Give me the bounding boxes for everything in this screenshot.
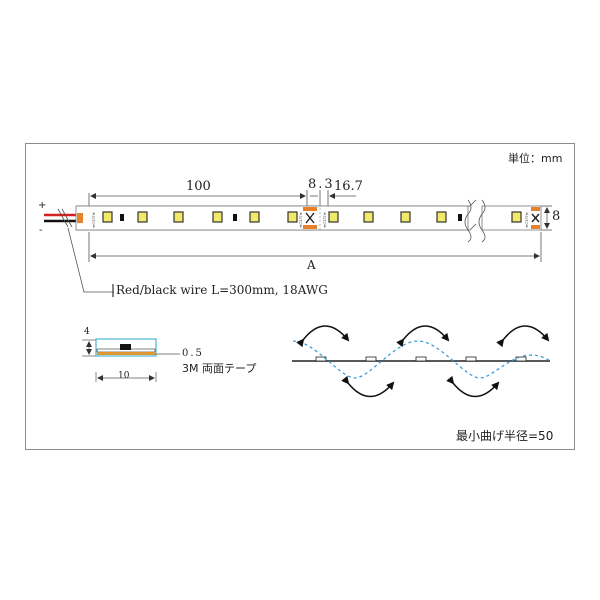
- drawing-frame: [25, 143, 575, 450]
- pcb-marking-end: ≡CUT≡: [524, 212, 529, 228]
- dimension-length: A: [307, 258, 316, 272]
- dimension-pitch-100: 100: [186, 179, 211, 194]
- section-tape-thickness-label: 0.5: [182, 348, 204, 359]
- cut-point: [303, 204, 321, 232]
- cut-point-end: [531, 207, 540, 229]
- bend-diagram: [292, 325, 551, 398]
- pcb-marking-cut-left: ≡CUT≡: [298, 212, 303, 228]
- polarity-plus: +: [38, 200, 47, 211]
- wire-spec-label: Red/black wire L=300mm, 18AWG: [116, 283, 328, 297]
- dimension-lines: [88, 190, 552, 262]
- cross-section: [82, 338, 180, 382]
- wire-leader-line: [67, 227, 114, 293]
- unit-label: 単位：mm: [508, 152, 563, 165]
- dimension-cut-segment: 16.7: [334, 179, 363, 194]
- polarity-minus: -: [39, 225, 43, 236]
- pcb-marking-start: ≡CUT≡: [91, 212, 96, 228]
- pcb-marking-cut-right: ≡CUT≡: [322, 212, 327, 228]
- bend-radius-label: 最小曲げ半径=50: [456, 429, 554, 443]
- tape-label: 3M 両面テープ: [182, 362, 257, 375]
- dimension-width: 8: [552, 209, 561, 224]
- lead-wires: [44, 208, 76, 228]
- dimension-cut-gap: 8.3: [308, 177, 335, 192]
- led-chips: [102, 211, 522, 223]
- section-height-label: 4: [84, 327, 90, 337]
